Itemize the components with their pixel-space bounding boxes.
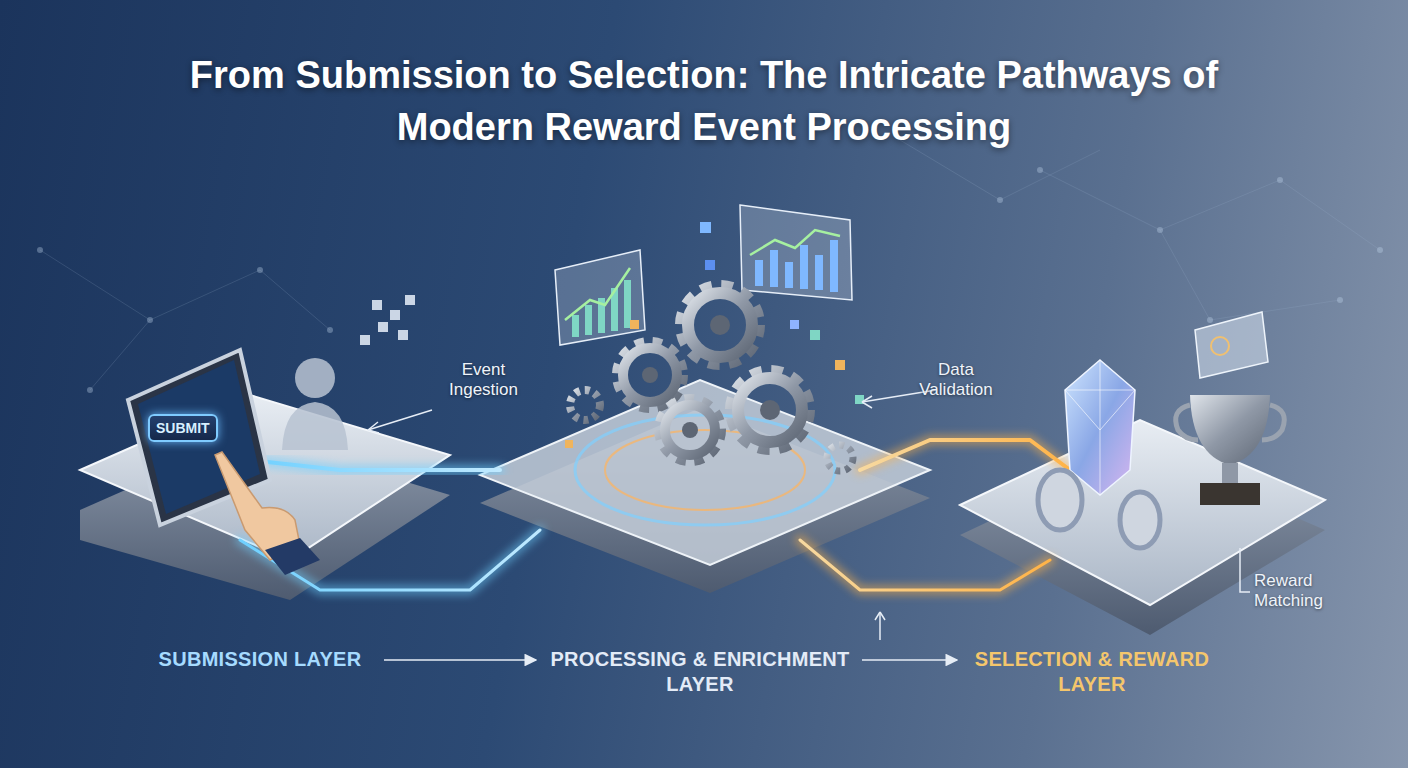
node-text: PROCESSING & ENRICHMENT LAYER: [544, 647, 856, 697]
node-text: SUBMISSION LAYER: [142, 647, 378, 672]
layer-label: SELECTION & REWARD LAYER: [961, 645, 1223, 699]
callout-label: Event Ingestion: [436, 360, 531, 401]
layer-label: SUBMISSION LAYER: [138, 645, 382, 674]
callout-label: Reward Matching: [1254, 571, 1354, 612]
layer-label: PROCESSING & ENRICHMENT LAYER: [540, 645, 860, 699]
submit-button: SUBMIT: [148, 414, 218, 442]
node-text: SELECTION & REWARD LAYER: [965, 647, 1219, 697]
flow-arrow: [384, 659, 536, 661]
diagram-title: From Submission to Selection: The Intric…: [154, 50, 1254, 153]
flow-arrow: [862, 659, 957, 661]
callout-label: Data Validation: [906, 360, 1006, 401]
node-text: SUBMIT: [156, 420, 210, 436]
